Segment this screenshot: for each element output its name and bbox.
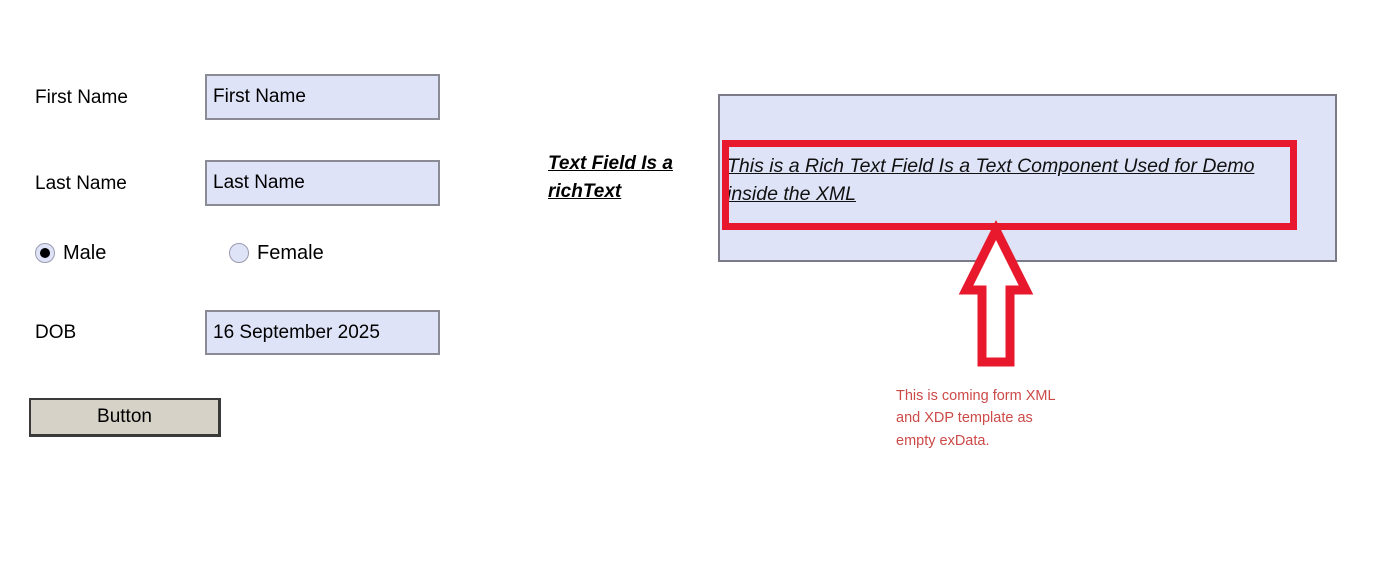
radio-label-female: Female xyxy=(257,242,324,264)
annotation-line-2: and XDP template as xyxy=(896,410,1033,427)
rich-text-field-label: Text Field Is a richText xyxy=(548,150,698,205)
annotation-line-3: empty exData. xyxy=(896,432,990,449)
dob-label: DOB xyxy=(35,322,77,343)
radio-option-female[interactable]: Female xyxy=(229,243,324,263)
rich-text-label-line1: Text Field Is a xyxy=(548,153,673,174)
rich-text-line2: inside the XML xyxy=(727,183,856,206)
submit-button[interactable]: Button xyxy=(29,398,221,437)
dob-input[interactable]: 16 September 2025 xyxy=(205,310,440,355)
radio-label-male: Male xyxy=(63,242,107,264)
annotation-note: This is coming form XML and XDP template… xyxy=(896,385,1116,452)
annotation-line-1: This is coming form XML xyxy=(896,388,1056,404)
rich-text-line1: This is a Rich Text Field Is a Text Comp… xyxy=(727,155,1255,177)
last-name-label: Last Name xyxy=(35,173,127,194)
radio-selected-icon[interactable] xyxy=(35,243,55,263)
radio-option-male[interactable]: Male xyxy=(35,243,106,263)
rich-text-content[interactable]: This is a Rich Text Field Is a Text Comp… xyxy=(727,152,1287,209)
last-name-input[interactable]: Last Name xyxy=(205,160,440,206)
rich-text-panel[interactable] xyxy=(718,94,1337,262)
gender-radio-group: Male Female xyxy=(35,243,375,273)
up-arrow-icon xyxy=(958,219,1034,367)
rich-text-label-line2: richText xyxy=(548,180,622,202)
first-name-label: First Name xyxy=(35,87,128,108)
radio-unselected-icon[interactable] xyxy=(229,243,249,263)
red-highlight-box xyxy=(722,140,1297,230)
first-name-input[interactable]: First Name xyxy=(205,74,440,120)
